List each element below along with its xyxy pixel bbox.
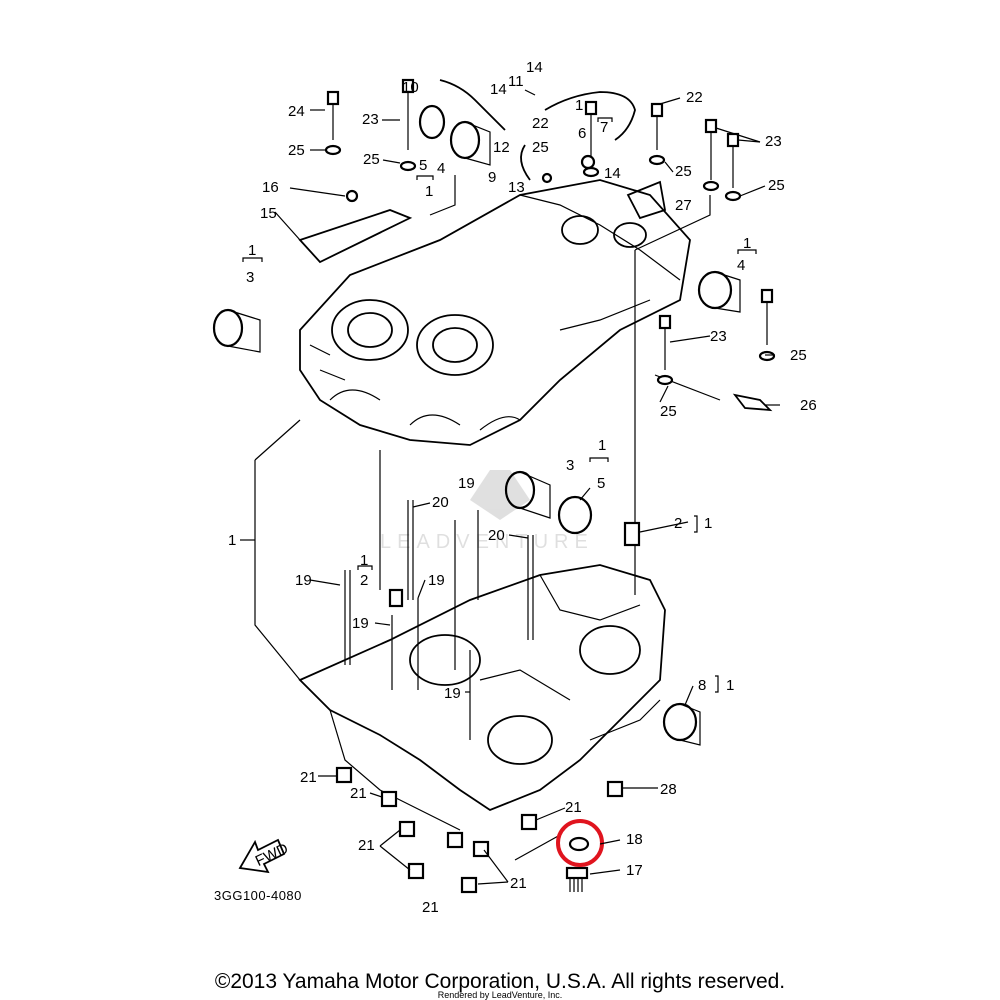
washer-18-highlight[interactable] [556,819,604,867]
drain-bolt [565,866,589,892]
callout-14: 14 [526,59,543,76]
callout-20: 20 [488,527,505,544]
callout-10: 10 [402,79,419,96]
washers [324,144,776,386]
callout-1: 1 [360,552,368,569]
callout-1: 1 [743,235,751,252]
callout-1: 1 [575,97,583,114]
guide-lines [254,175,721,861]
callout-21: 21 [300,769,317,786]
callout-7: 7 [600,119,608,136]
top-bolts [326,78,774,370]
callout-25: 25 [532,139,549,156]
studs [344,500,534,740]
callout-27: 27 [675,197,692,214]
callout-21: 21 [510,875,527,892]
callout-1: 1 [704,515,712,532]
callout-23: 23 [765,133,782,150]
callout-4: 4 [437,160,445,177]
watermark-text: LEADVENTURE [380,531,594,553]
callout-1: 1 [726,677,734,694]
callout-1: 1 [248,242,256,259]
callout-8: 8 [698,677,706,694]
callout-2: 2 [360,572,368,589]
copyright-notice: ©2013 Yamaha Motor Corporation, U.S.A. A… [214,970,786,993]
callout-23: 23 [362,111,379,128]
callout-25: 25 [790,347,807,364]
callout-3: 3 [566,457,574,474]
leadventure-watermark: LEADVENTURE [380,470,594,553]
callout-18: 18 [626,831,643,848]
callout-20: 20 [432,494,449,511]
callout-21: 21 [565,799,582,816]
lower-crankcase [298,564,666,831]
callout-11: 11 [508,73,524,90]
callout-15: 15 [260,205,277,222]
callout-19: 19 [295,572,312,589]
callout-5: 5 [419,157,427,174]
bushings [212,104,741,746]
brackets [298,180,773,412]
callout-24: 24 [288,103,305,120]
callout-9: 9 [488,169,496,186]
leader-lines [240,89,780,885]
fwd-label: FWD [253,840,291,870]
callout-25: 25 [660,403,677,420]
diagram-code: 3GG100-4080 [214,888,302,903]
callout-16: 16 [262,179,279,196]
callout-14: 14 [490,81,507,98]
callout-28: 28 [660,781,677,798]
callout-labels: 10 11 14 14 24 23 25 25 5 4 1 12 9 13 22… [228,59,817,916]
nuts [335,766,624,894]
callout-19: 19 [444,685,461,702]
fittings [345,154,641,608]
callout-6: 6 [578,125,586,142]
callout-25: 25 [675,163,692,180]
kit-brackets [242,117,757,693]
callout-2: 2 [674,515,682,532]
callout-21: 21 [422,899,439,916]
callout-12: 12 [493,139,510,156]
upper-crankcase [299,179,691,446]
callout-26: 26 [800,397,817,414]
callout-22: 22 [532,115,549,132]
callout-21: 21 [350,785,367,802]
callout-13: 13 [508,179,525,196]
callout-25: 25 [288,142,305,159]
callout-5: 5 [597,475,605,492]
callout-14: 14 [604,165,621,182]
callout-19: 19 [458,475,475,492]
callout-4: 4 [737,257,745,274]
callout-25: 25 [768,177,785,194]
callout-21: 21 [358,837,375,854]
callout-19: 19 [352,615,369,632]
callout-19: 19 [428,572,445,589]
rendered-by-notice: Rendered by LeadVenture, Inc. [437,990,563,1000]
callout-1: 1 [228,532,236,549]
callout-17: 17 [626,862,643,879]
callout-1: 1 [425,183,433,200]
callout-3: 3 [246,269,254,286]
fwd-arrow: FWD [238,838,291,874]
callout-25: 25 [363,151,380,168]
callout-23: 23 [710,328,727,345]
callout-22: 22 [686,89,703,106]
callout-1: 1 [598,437,606,454]
hoses [439,79,636,181]
